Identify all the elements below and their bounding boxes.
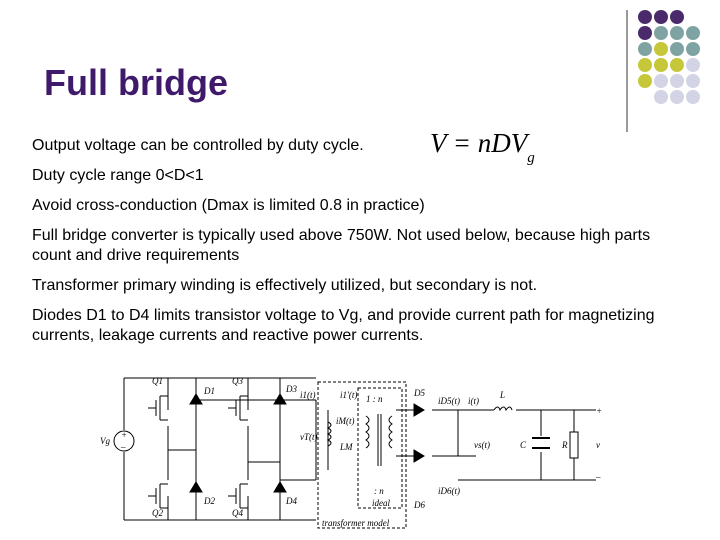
formula-equals: =	[452, 128, 471, 158]
v-label: v	[596, 440, 600, 450]
ratio-bottom-label: : n	[374, 486, 384, 496]
q4-label: Q4	[232, 508, 243, 518]
v-plus: +	[596, 406, 602, 416]
decorative-dot	[670, 26, 684, 40]
ideal-transformer-box	[357, 387, 403, 509]
decorative-dot	[686, 58, 700, 72]
bullet-item: Duty cycle range 0<D<1	[32, 167, 204, 184]
vg-label: Vg	[100, 436, 110, 446]
decorative-dot	[654, 90, 668, 104]
id6-label: iD6(t)	[438, 486, 460, 496]
l-inductor-icon	[493, 406, 513, 412]
decorative-dot	[686, 26, 700, 40]
formula-subscript: g	[527, 150, 535, 166]
bullet-item: Avoid cross-conduction (Dmax is limited …	[32, 197, 425, 214]
bullet-item: Transformer primary winding is effective…	[32, 277, 538, 294]
bullet-list: Output voltage can be controlled by duty…	[32, 136, 692, 356]
i1-label: i1(t)	[300, 390, 316, 400]
vg-source-icon	[113, 430, 135, 452]
primary-winding-icon	[365, 415, 370, 449]
decorative-dot	[670, 74, 684, 88]
c-label: C	[520, 440, 527, 450]
d6-diode-icon	[413, 449, 425, 463]
transformer-model-box	[317, 381, 407, 529]
formula-lhs: V	[430, 128, 447, 158]
vt-label: vT(t)	[300, 432, 318, 442]
d5-label: D5	[413, 388, 425, 398]
decorative-dot	[686, 74, 700, 88]
id5-label: iD5(t)	[438, 396, 460, 406]
q1-transistor-icon	[148, 395, 168, 421]
decorative-dot	[638, 26, 652, 40]
bullet-item: Output voltage can be controlled by duty…	[32, 137, 364, 154]
im-label: iM(t)	[336, 416, 355, 426]
decorative-dot	[654, 58, 668, 72]
decorative-dot	[638, 74, 652, 88]
formula-rhs: nDV	[477, 128, 528, 158]
lm-label: LM	[339, 442, 353, 452]
decorative-dot	[670, 42, 684, 56]
d1-label: D1	[203, 386, 215, 396]
vg-minus: –	[120, 442, 126, 452]
decorative-dot	[654, 42, 668, 56]
decorative-dot	[654, 10, 668, 24]
ratio-top-label: 1 : n	[366, 394, 383, 404]
decorative-vertical-rule	[626, 10, 628, 132]
r-label: R	[561, 440, 568, 450]
output-voltage-formula: V = nDVg	[430, 128, 535, 166]
decorative-dot	[670, 90, 684, 104]
i1-prime-label: i1'(t)	[340, 390, 357, 400]
d1-diode-icon	[189, 393, 203, 405]
decorative-dot	[686, 42, 700, 56]
q3-label: Q3	[232, 376, 243, 386]
q1-label: Q1	[152, 376, 163, 386]
r-resistor-icon	[569, 431, 579, 459]
q3-transistor-icon	[228, 395, 248, 421]
ideal-label: ideal	[372, 498, 390, 508]
bullet-item: Diodes D1 to D4 limits transistor voltag…	[32, 307, 655, 344]
c-capacitor-icon	[532, 437, 550, 449]
decorative-dot	[670, 10, 684, 24]
lm-inductor-icon	[326, 421, 332, 447]
d3-label: D3	[285, 384, 297, 394]
decorative-dot	[654, 74, 668, 88]
v-minus: –	[595, 472, 601, 482]
decorative-dot	[638, 42, 652, 56]
secondary-winding-icon	[388, 415, 393, 449]
decorative-dot	[638, 58, 652, 72]
decorative-dot	[670, 58, 684, 72]
d4-diode-icon	[273, 481, 287, 493]
q2-label: Q2	[152, 508, 163, 518]
q2-transistor-icon	[148, 483, 168, 509]
q4-transistor-icon	[228, 483, 248, 509]
it-label: i(t)	[468, 396, 479, 406]
d3-diode-icon	[273, 393, 287, 405]
decorative-dot	[638, 10, 652, 24]
transformer-model-label: transformer model	[322, 518, 390, 528]
d6-label: D6	[413, 500, 425, 510]
bullet-item: Full bridge converter is typically used …	[32, 227, 651, 264]
d2-label: D2	[203, 496, 215, 506]
d2-diode-icon	[189, 481, 203, 493]
d5-diode-icon	[413, 403, 425, 417]
l-label: L	[499, 390, 505, 400]
decorative-dot	[654, 26, 668, 40]
d4-label: D4	[285, 496, 297, 506]
slide-title: Full bridge	[44, 62, 228, 103]
full-bridge-circuit-diagram: + – Vg Q1 Q2 Q3 Q4 D1 D2 D3 D4 i1(t) i1'…	[100, 376, 602, 529]
vg-plus: +	[121, 430, 127, 440]
vs-label: vs(t)	[474, 440, 490, 450]
decorative-dot	[686, 90, 700, 104]
